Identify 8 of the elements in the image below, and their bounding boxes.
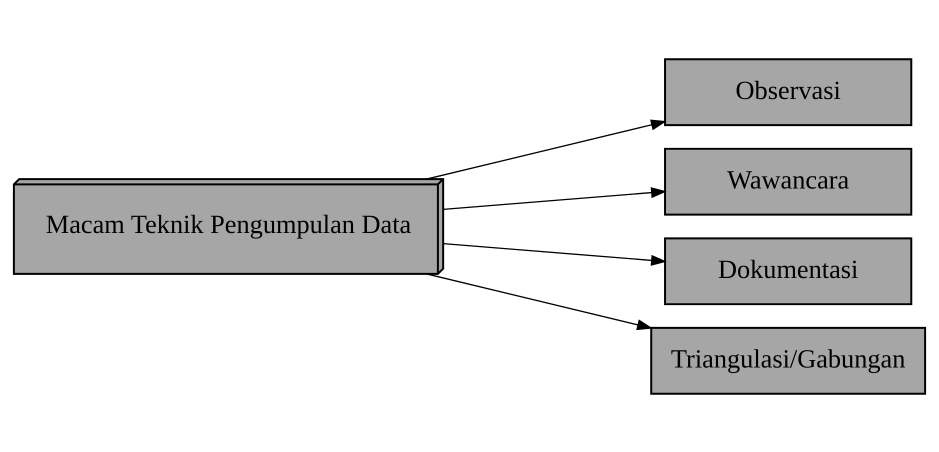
node-box: Observasi	[664, 58, 912, 126]
node-box: Dokumentasi	[664, 236, 912, 305]
arrow	[426, 118, 667, 180]
node-box: Wawancara	[664, 147, 912, 216]
node-box: Triangulasi/Gabungan	[650, 326, 926, 394]
arrow	[426, 272, 653, 330]
arrow	[443, 242, 667, 266]
arrow	[443, 186, 667, 210]
